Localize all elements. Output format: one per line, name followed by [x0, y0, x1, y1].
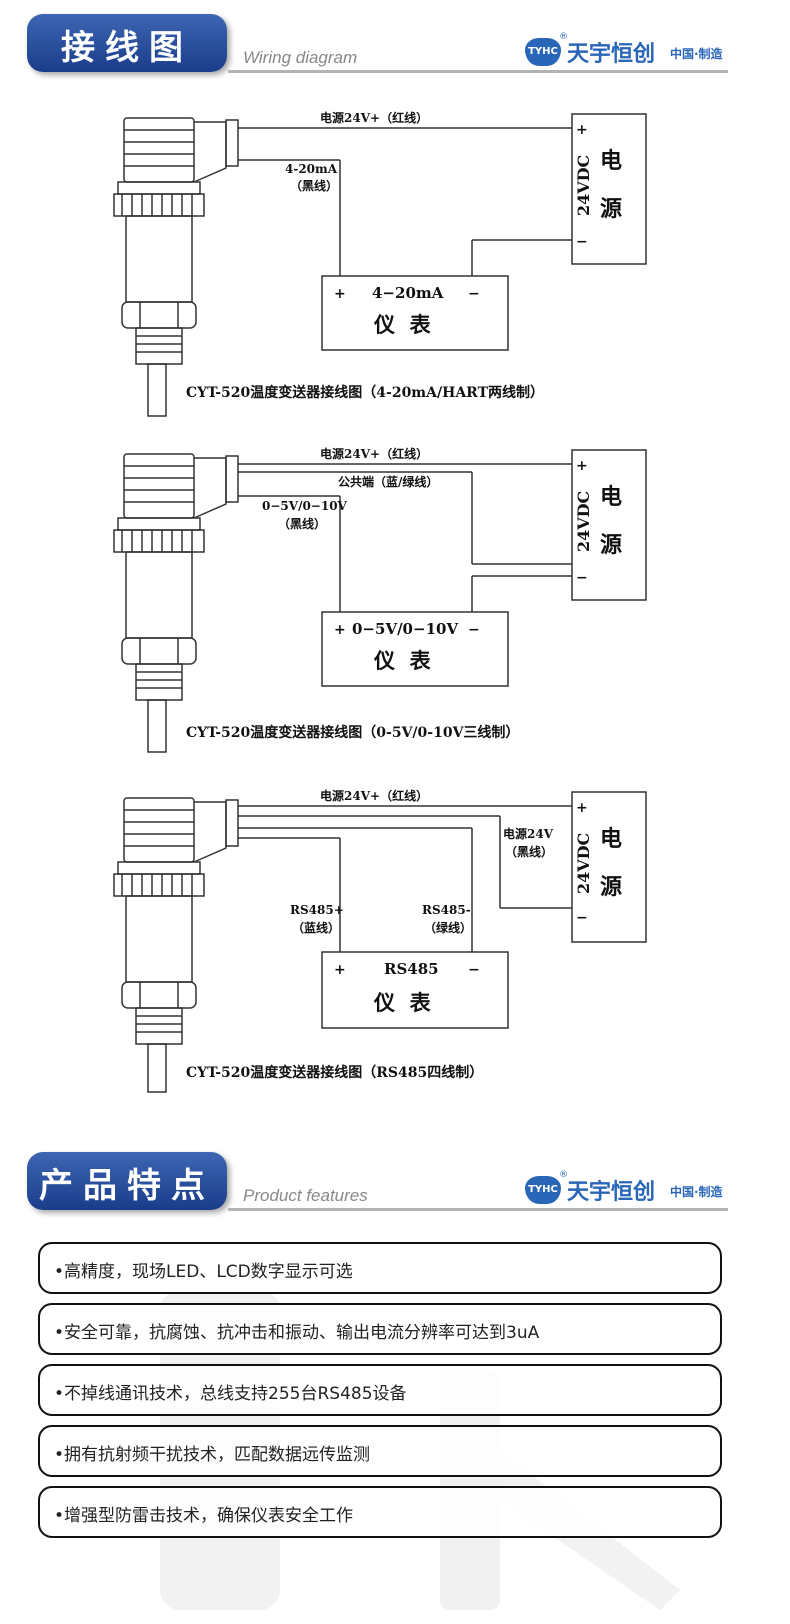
wiring-diagram-2: 电源24V+（红线） 公共端（蓝/绿线） 0−5V/0−10V （黑线） + −…	[113, 446, 647, 753]
supply-label-1: 电	[600, 826, 622, 852]
feature-item: •高精度，现场LED、LCD数字显示可选	[38, 1242, 722, 1294]
meter-top-label: 4−20mA	[372, 284, 444, 302]
wire-power-label: 电源24V+（红线）	[320, 446, 428, 461]
divider	[228, 1208, 728, 1211]
section-title: 接线图	[61, 28, 193, 68]
made-in-china: 中国·制造	[670, 47, 723, 61]
meter-top-label: 0−5V/0−10V	[352, 620, 458, 638]
section-header-features: 产品特点 Product features TYHC ® 天宇恒创 中国·制造	[0, 1148, 790, 1228]
sensor-drawing	[113, 453, 239, 753]
brand-logo: TYHC ® 天宇恒创 中国·制造	[525, 32, 735, 70]
supply-plus: +	[576, 800, 588, 816]
wire-signal-color: （黑线）	[290, 178, 338, 193]
supply-minus: −	[576, 570, 588, 586]
feature-item: •不掉线通讯技术，总线支持255台RS485设备	[38, 1364, 722, 1416]
feature-text: •增强型防雷击技术，确保仪表安全工作	[54, 1506, 354, 1526]
section-subtitle: Product features	[243, 1186, 368, 1205]
wire-signal-label: 0−5V/0−10V	[262, 499, 348, 513]
wire-common-label: 公共端（蓝/绿线）	[338, 474, 438, 489]
wire-rs485-minus-color: （绿线）	[424, 920, 472, 935]
supply-label-1: 电	[600, 484, 622, 510]
feature-text: •高精度，现场LED、LCD数字显示可选	[54, 1262, 353, 1282]
section-title: 产品特点	[39, 1166, 215, 1206]
wire-ground-color: （黑线）	[505, 844, 553, 859]
brand-name: 天宇恒创	[567, 1180, 656, 1205]
meter-plus: +	[334, 622, 346, 638]
wire-signal-color: （黑线）	[278, 516, 326, 531]
supply-label-2: 源	[600, 532, 622, 558]
wire-signal-label: 4-20mA	[285, 162, 338, 176]
supply-voltage: 24VDC	[574, 155, 593, 216]
logo-badge: TYHC	[525, 1176, 561, 1204]
wire-ground-label: 电源24V	[503, 826, 554, 841]
feature-item: •增强型防雷击技术，确保仪表安全工作	[38, 1486, 722, 1538]
meter-label: 仪 表	[373, 990, 432, 1015]
section-header-wiring: 接线图 Wiring diagram TYHC ® 天宇恒创 中国·制造	[0, 10, 790, 90]
meter-label: 仪 表	[373, 312, 432, 337]
brand-name: 天宇恒创	[567, 42, 656, 67]
supply-minus: −	[576, 910, 588, 926]
feature-text: •安全可靠，抗腐蚀、抗冲击和振动、输出电流分辨率可达到3uA	[54, 1323, 540, 1343]
wire-rs485-minus-label: RS485-	[422, 903, 471, 917]
supply-label-1: 电	[600, 148, 622, 174]
divider	[228, 70, 728, 73]
diagram-caption: CYT-520温度变送器接线图（RS485四线制）	[186, 1064, 483, 1081]
sensor-drawing	[113, 797, 239, 1093]
wire-power-label: 电源24V+（红线）	[320, 788, 428, 803]
meter-minus: −	[468, 622, 480, 638]
wiring-diagram-1: 电源24V+（红线） 4-20mA （黑线） + − 24VDC 电 源 + 4…	[113, 110, 647, 417]
feature-text: •拥有抗射频干扰技术，匹配数据远传监测	[54, 1445, 371, 1465]
logo-badge: TYHC	[525, 38, 561, 66]
registered-mark: ®	[559, 32, 568, 42]
made-in-china: 中国·制造	[670, 1185, 723, 1199]
feature-item: •拥有抗射频干扰技术，匹配数据远传监测	[38, 1425, 722, 1477]
supply-voltage: 24VDC	[574, 491, 593, 552]
section-title-badge: 接线图	[27, 14, 227, 72]
section-title-badge: 产品特点	[27, 1152, 227, 1210]
meter-plus: +	[334, 286, 346, 302]
meter-top-label: RS485	[384, 960, 439, 978]
supply-label-2: 源	[600, 196, 622, 222]
meter-plus: +	[334, 962, 346, 978]
feature-item: •安全可靠，抗腐蚀、抗冲击和振动、输出电流分辨率可达到3uA	[38, 1303, 722, 1355]
meter-minus: −	[468, 962, 480, 978]
wire-rs485-plus-label: RS485+	[290, 903, 344, 917]
meter-label: 仪 表	[373, 648, 432, 673]
feature-text: •不掉线通讯技术，总线支持255台RS485设备	[54, 1384, 407, 1404]
diagram-caption: CYT-520温度变送器接线图（0-5V/0-10V三线制）	[186, 724, 519, 741]
wiring-diagram-3: 电源24V+（红线） 电源24V （黑线） RS485+ （蓝线） RS485-…	[113, 788, 647, 1093]
registered-mark: ®	[559, 1170, 568, 1180]
diagram-caption: CYT-520温度变送器接线图（4-20mA/HART两线制）	[186, 384, 544, 401]
section-subtitle: Wiring diagram	[243, 48, 358, 67]
supply-voltage: 24VDC	[574, 833, 593, 894]
wire-rs485-plus-color: （蓝线）	[292, 920, 340, 935]
meter-minus: −	[468, 286, 480, 302]
brand-logo: TYHC ® 天宇恒创 中国·制造	[525, 1170, 735, 1208]
supply-plus: +	[576, 458, 588, 474]
supply-plus: +	[576, 122, 588, 138]
supply-label-2: 源	[600, 874, 622, 900]
wire-power-label: 电源24V+（红线）	[320, 110, 428, 125]
supply-minus: −	[576, 234, 588, 250]
sensor-drawing	[113, 117, 239, 417]
